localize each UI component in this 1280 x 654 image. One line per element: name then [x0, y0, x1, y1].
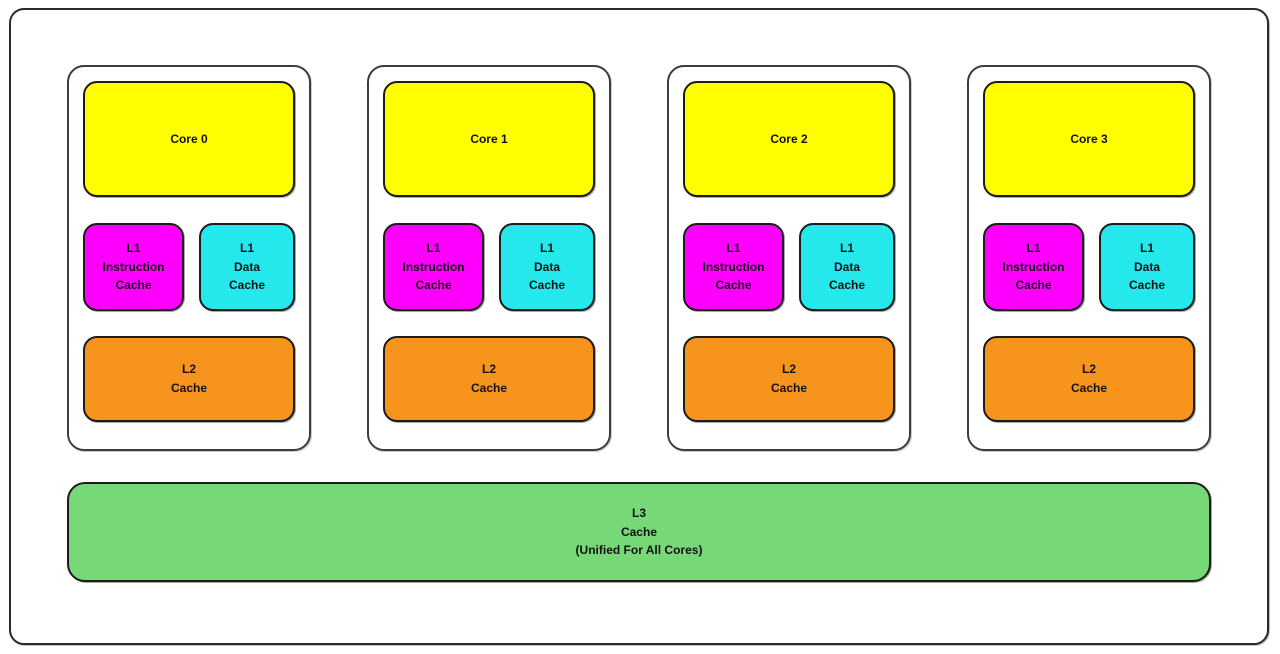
l1-instruction-cache-box: L1 Instruction Cache: [383, 223, 484, 311]
l1-row: L1 Instruction Cache L1 Data Cache: [83, 223, 295, 311]
l1-instruction-cache-label: L1 Instruction Cache: [402, 241, 465, 293]
l1-data-cache-label: L1 Data Cache: [1128, 241, 1166, 293]
l1-data-cache-box: L1 Data Cache: [199, 223, 295, 311]
l2-cache-box: L2 Cache: [983, 336, 1195, 422]
l2-cache-label: L2 Cache: [1070, 362, 1108, 395]
l1-instruction-cache-label: L1 Instruction Cache: [702, 241, 765, 293]
l1-data-cache-box: L1 Data Cache: [1099, 223, 1195, 311]
l1-data-cache-label: L1 Data Cache: [228, 241, 266, 293]
core-group-0: Core 0 L1 Instruction Cache L1 Data Cach…: [67, 65, 311, 451]
l1-instruction-cache-box: L1 Instruction Cache: [83, 223, 184, 311]
core-group-1: Core 1 L1 Instruction Cache L1 Data Cach…: [367, 65, 611, 451]
l2-cache-label: L2 Cache: [170, 362, 208, 395]
cores-row: Core 0 L1 Instruction Cache L1 Data Cach…: [67, 65, 1211, 451]
l1-row: L1 Instruction Cache L1 Data Cache: [383, 223, 595, 311]
l1-instruction-cache-box: L1 Instruction Cache: [983, 223, 1084, 311]
l3-cache-box: L3 Cache (Unified For All Cores): [67, 482, 1211, 582]
core-box: Core 0: [83, 81, 295, 197]
core-label: Core 3: [1070, 131, 1108, 146]
l1-row: L1 Instruction Cache L1 Data Cache: [983, 223, 1195, 311]
l1-data-cache-label: L1 Data Cache: [828, 241, 866, 293]
l2-cache-box: L2 Cache: [83, 336, 295, 422]
l1-row: L1 Instruction Cache L1 Data Cache: [683, 223, 895, 311]
l1-instruction-cache-box: L1 Instruction Cache: [683, 223, 784, 311]
l3-cache-label: L3 Cache (Unified For All Cores): [575, 506, 703, 558]
core-label: Core 0: [170, 131, 208, 146]
core-box: Core 2: [683, 81, 895, 197]
l1-instruction-cache-label: L1 Instruction Cache: [102, 241, 165, 293]
core-group-3: Core 3 L1 Instruction Cache L1 Data Cach…: [967, 65, 1211, 451]
l1-instruction-cache-label: L1 Instruction Cache: [1002, 241, 1065, 293]
core-group-2: Core 2 L1 Instruction Cache L1 Data Cach…: [667, 65, 911, 451]
l1-data-cache-label: L1 Data Cache: [528, 241, 566, 293]
l2-cache-label: L2 Cache: [770, 362, 808, 395]
cpu-cache-diagram: Core 0 L1 Instruction Cache L1 Data Cach…: [9, 8, 1269, 645]
l1-data-cache-box: L1 Data Cache: [799, 223, 895, 311]
l2-cache-label: L2 Cache: [470, 362, 508, 395]
l2-cache-box: L2 Cache: [383, 336, 595, 422]
core-label: Core 2: [770, 131, 808, 146]
core-label: Core 1: [470, 131, 508, 146]
l1-data-cache-box: L1 Data Cache: [499, 223, 595, 311]
core-box: Core 1: [383, 81, 595, 197]
core-box: Core 3: [983, 81, 1195, 197]
l2-cache-box: L2 Cache: [683, 336, 895, 422]
